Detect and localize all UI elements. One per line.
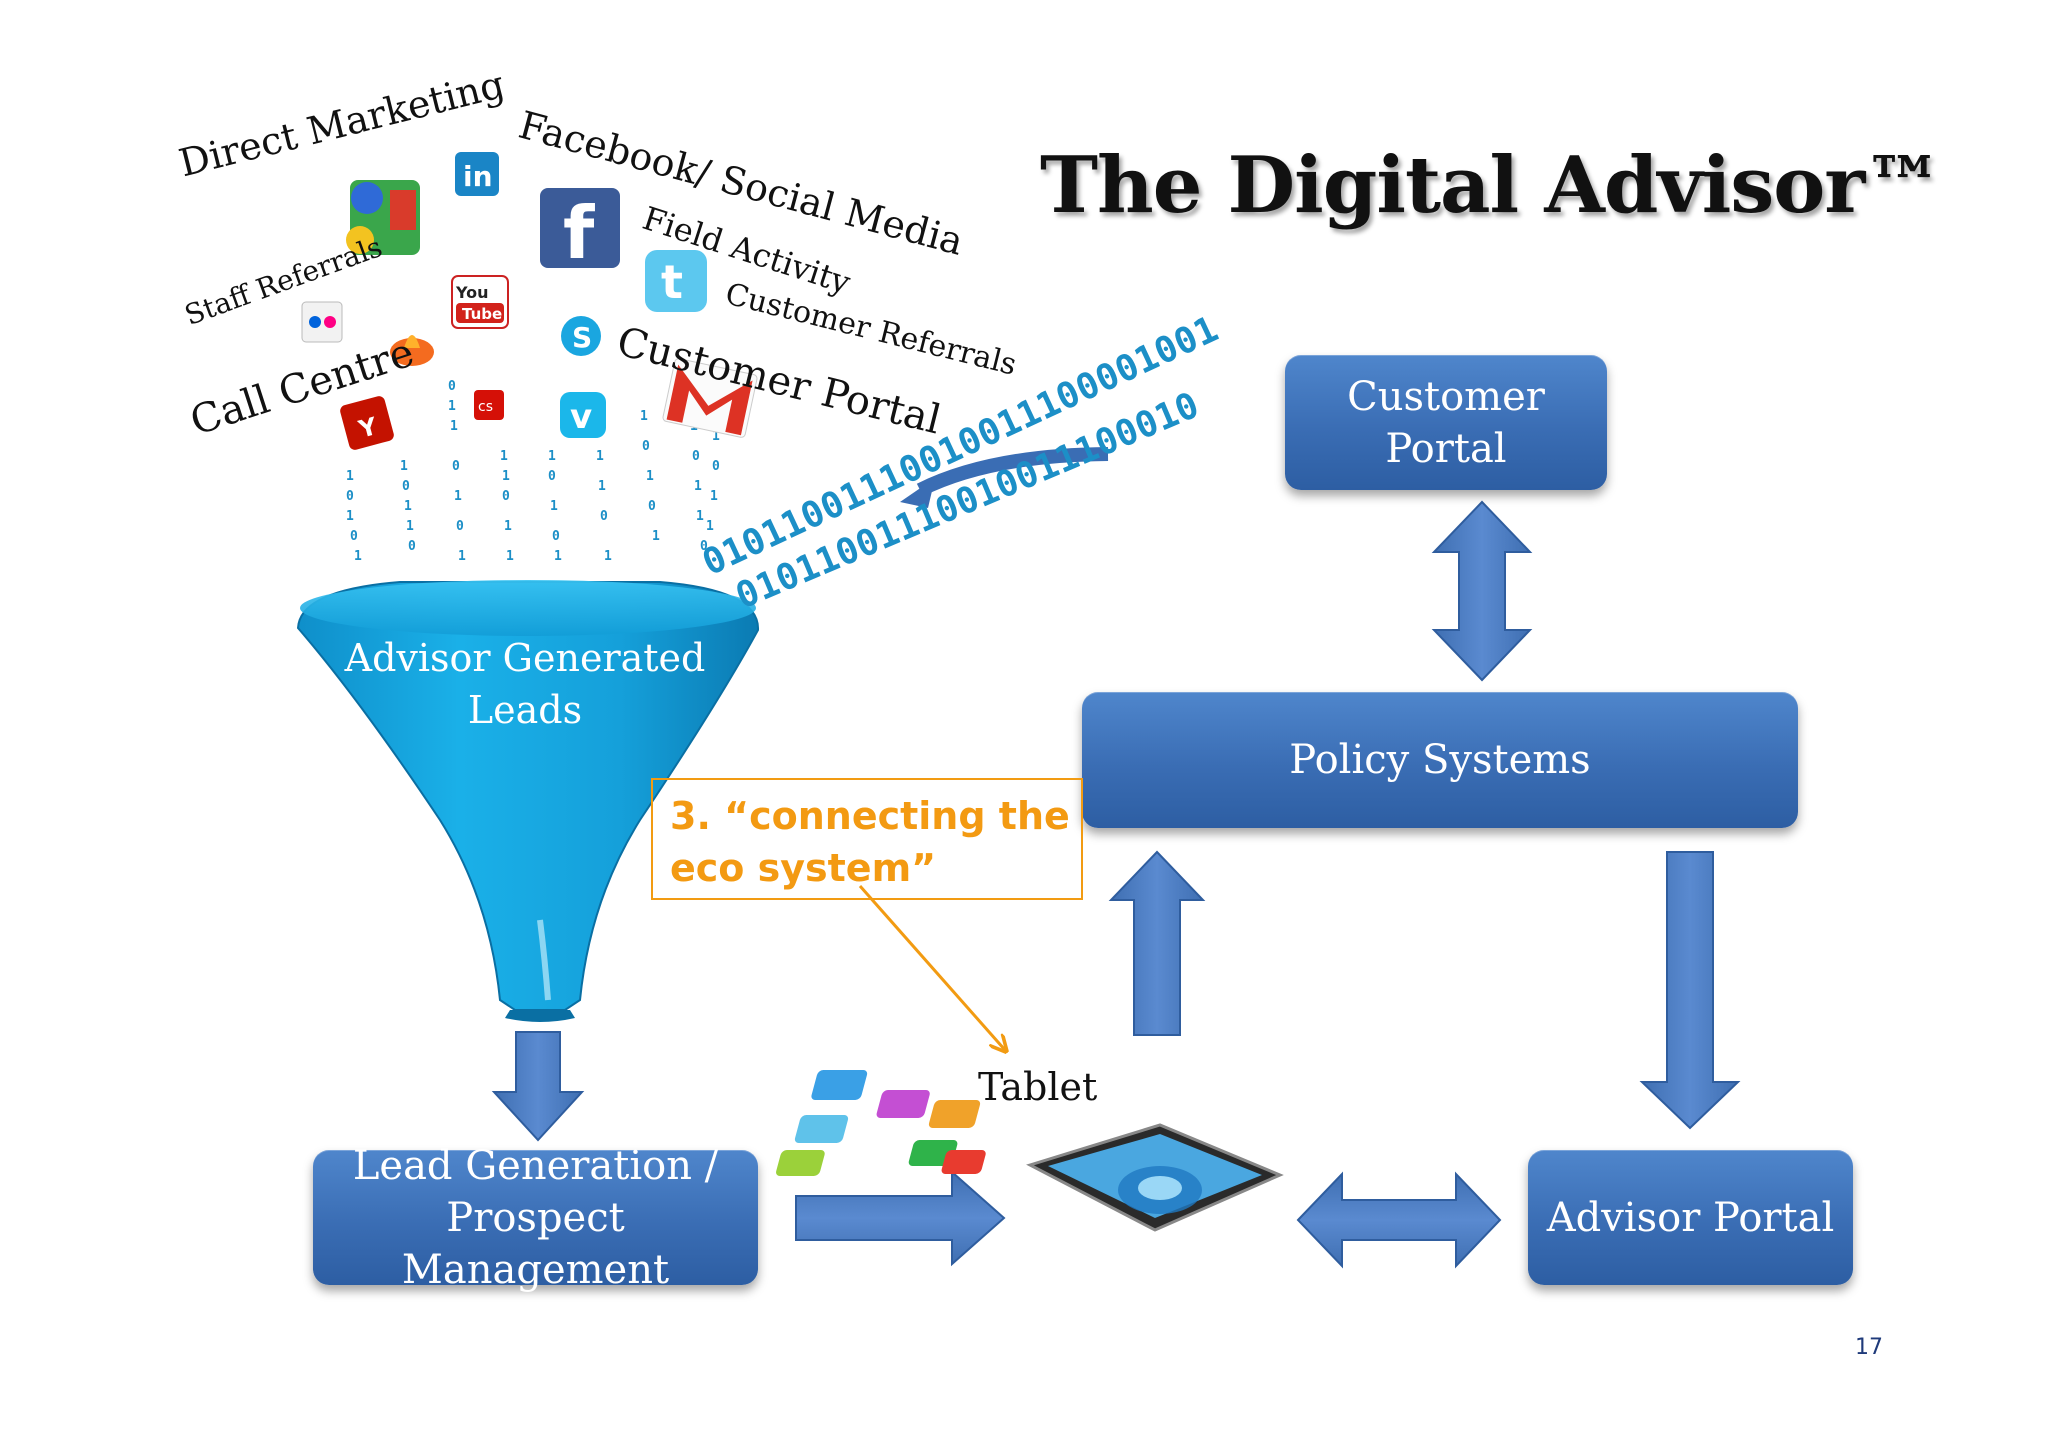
svg-text:0: 0: [350, 529, 358, 544]
svg-text:0: 0: [548, 469, 556, 484]
down-arrow-funnel-lead: [491, 1031, 585, 1142]
advisor-portal-label: Advisor Portal: [1546, 1194, 1835, 1241]
svg-text:0: 0: [700, 539, 708, 554]
svg-text:You: You: [455, 283, 489, 302]
tablet-apps-icon: [776, 1070, 1284, 1232]
policy-systems-label: Policy Systems: [1289, 737, 1591, 783]
customer-portal-line2: Portal: [1385, 425, 1507, 472]
funnel-label-line1: Advisor Generated: [344, 636, 706, 680]
linkedin-icon: [455, 152, 499, 196]
svg-text:0: 0: [642, 439, 650, 454]
up-arrow-tablet-policy: [1108, 850, 1206, 1036]
svg-text:v: v: [570, 397, 592, 437]
svg-text:1: 1: [504, 519, 512, 534]
callout-box: 3. “connecting the eco system”: [651, 778, 1083, 900]
svg-text:1: 1: [548, 449, 556, 464]
svg-text:1: 1: [646, 469, 654, 484]
svg-text:1: 1: [500, 449, 508, 464]
svg-text:1: 1: [554, 549, 562, 564]
facebook-icon: [540, 188, 620, 268]
svg-text:1: 1: [354, 549, 362, 564]
svg-text:1: 1: [550, 499, 558, 514]
svg-text:S: S: [572, 321, 592, 354]
svg-text:1: 1: [454, 489, 462, 504]
social-icons: in f t You Tube: [301, 152, 758, 450]
funnel-shape: [296, 580, 760, 1022]
customer-portal-box: Customer Portal: [1285, 355, 1607, 490]
lead-generation-line1: Lead Generation /: [352, 1142, 719, 1189]
svg-text:1: 1: [604, 549, 612, 564]
svg-text:1: 1: [712, 429, 720, 444]
svg-text:0: 0: [692, 449, 700, 464]
svg-text:0: 0: [448, 379, 456, 394]
page-title: The Digital Advisor™: [1040, 140, 1942, 231]
svg-text:1: 1: [694, 479, 702, 494]
vimeo-icon: [560, 392, 606, 438]
svg-text:1: 1: [596, 449, 604, 464]
advisor-portal-box: Advisor Portal: [1528, 1150, 1853, 1285]
callout-line1: 3. “connecting the: [670, 794, 1070, 838]
svg-text:0: 0: [452, 459, 460, 474]
gmail-icon: [662, 358, 758, 438]
skype-icon: [561, 316, 601, 356]
svg-text:in: in: [463, 160, 493, 193]
svg-text:1: 1: [710, 489, 718, 504]
tablet-label: Tablet: [978, 1065, 1098, 1109]
svg-text:1: 1: [640, 409, 648, 424]
svg-text:t: t: [661, 255, 683, 309]
lead-generation-box: Lead Generation / Prospect Management: [313, 1143, 758, 1293]
right-arrow-lead-tablet: [795, 1169, 1006, 1267]
svg-text:1: 1: [598, 479, 606, 494]
svg-text:0: 0: [600, 509, 608, 524]
svg-text:1: 1: [450, 419, 458, 434]
twitter-icon: [645, 250, 707, 312]
yelp-icon: [340, 396, 394, 450]
svg-text:1: 1: [400, 459, 408, 474]
svg-text:1: 1: [458, 549, 466, 564]
customer-portal-line1: Customer: [1347, 373, 1545, 420]
svg-text:1: 1: [448, 399, 456, 414]
svg-text:Tube: Tube: [462, 305, 502, 323]
svg-text:1: 1: [404, 499, 412, 514]
svg-text:f: f: [563, 191, 595, 275]
svg-text:1: 1: [346, 509, 354, 524]
svg-text:0: 0: [456, 519, 464, 534]
svg-text:1: 1: [506, 549, 514, 564]
svg-text:1: 1: [406, 519, 414, 534]
svg-text:0: 0: [712, 459, 720, 474]
flickr-icon: [301, 301, 343, 343]
svg-text:0: 0: [408, 539, 416, 554]
svg-text:1: 1: [346, 469, 354, 484]
return-arrow: [916, 447, 1109, 497]
double-arrow-horizontal: [1296, 1171, 1502, 1269]
svg-text:1: 1: [502, 469, 510, 484]
svg-text:1: 1: [652, 529, 660, 544]
lead-generation-line2: Prospect Management: [401, 1194, 670, 1293]
funnel-label: Advisor Generated Leads: [330, 632, 720, 736]
callout-pointer: [858, 885, 1005, 1050]
google-icon: [346, 180, 420, 255]
svg-text:0: 0: [402, 479, 410, 494]
svg-text:0: 0: [346, 489, 354, 504]
svg-text:1: 1: [706, 519, 714, 534]
svg-text:cs: cs: [478, 399, 493, 415]
funnel-label-line2: Leads: [467, 688, 583, 732]
feedburner-icon: [390, 335, 434, 366]
double-arrow-vertical: [1431, 500, 1533, 682]
svg-text:0: 0: [502, 489, 510, 504]
callout-line2: eco system”: [670, 846, 937, 890]
down-arrow-policy-advisor: [1639, 851, 1741, 1130]
return-arrow-head: [900, 478, 935, 508]
svg-text:1: 1: [696, 509, 704, 524]
svg-text:0: 0: [552, 529, 560, 544]
lastfm-icon: [474, 390, 504, 420]
svg-text:0: 0: [648, 499, 656, 514]
policy-systems-box: Policy Systems: [1082, 692, 1798, 828]
page-number: 17: [1855, 1335, 1883, 1360]
youtube-icon: You Tube: [451, 275, 509, 329]
